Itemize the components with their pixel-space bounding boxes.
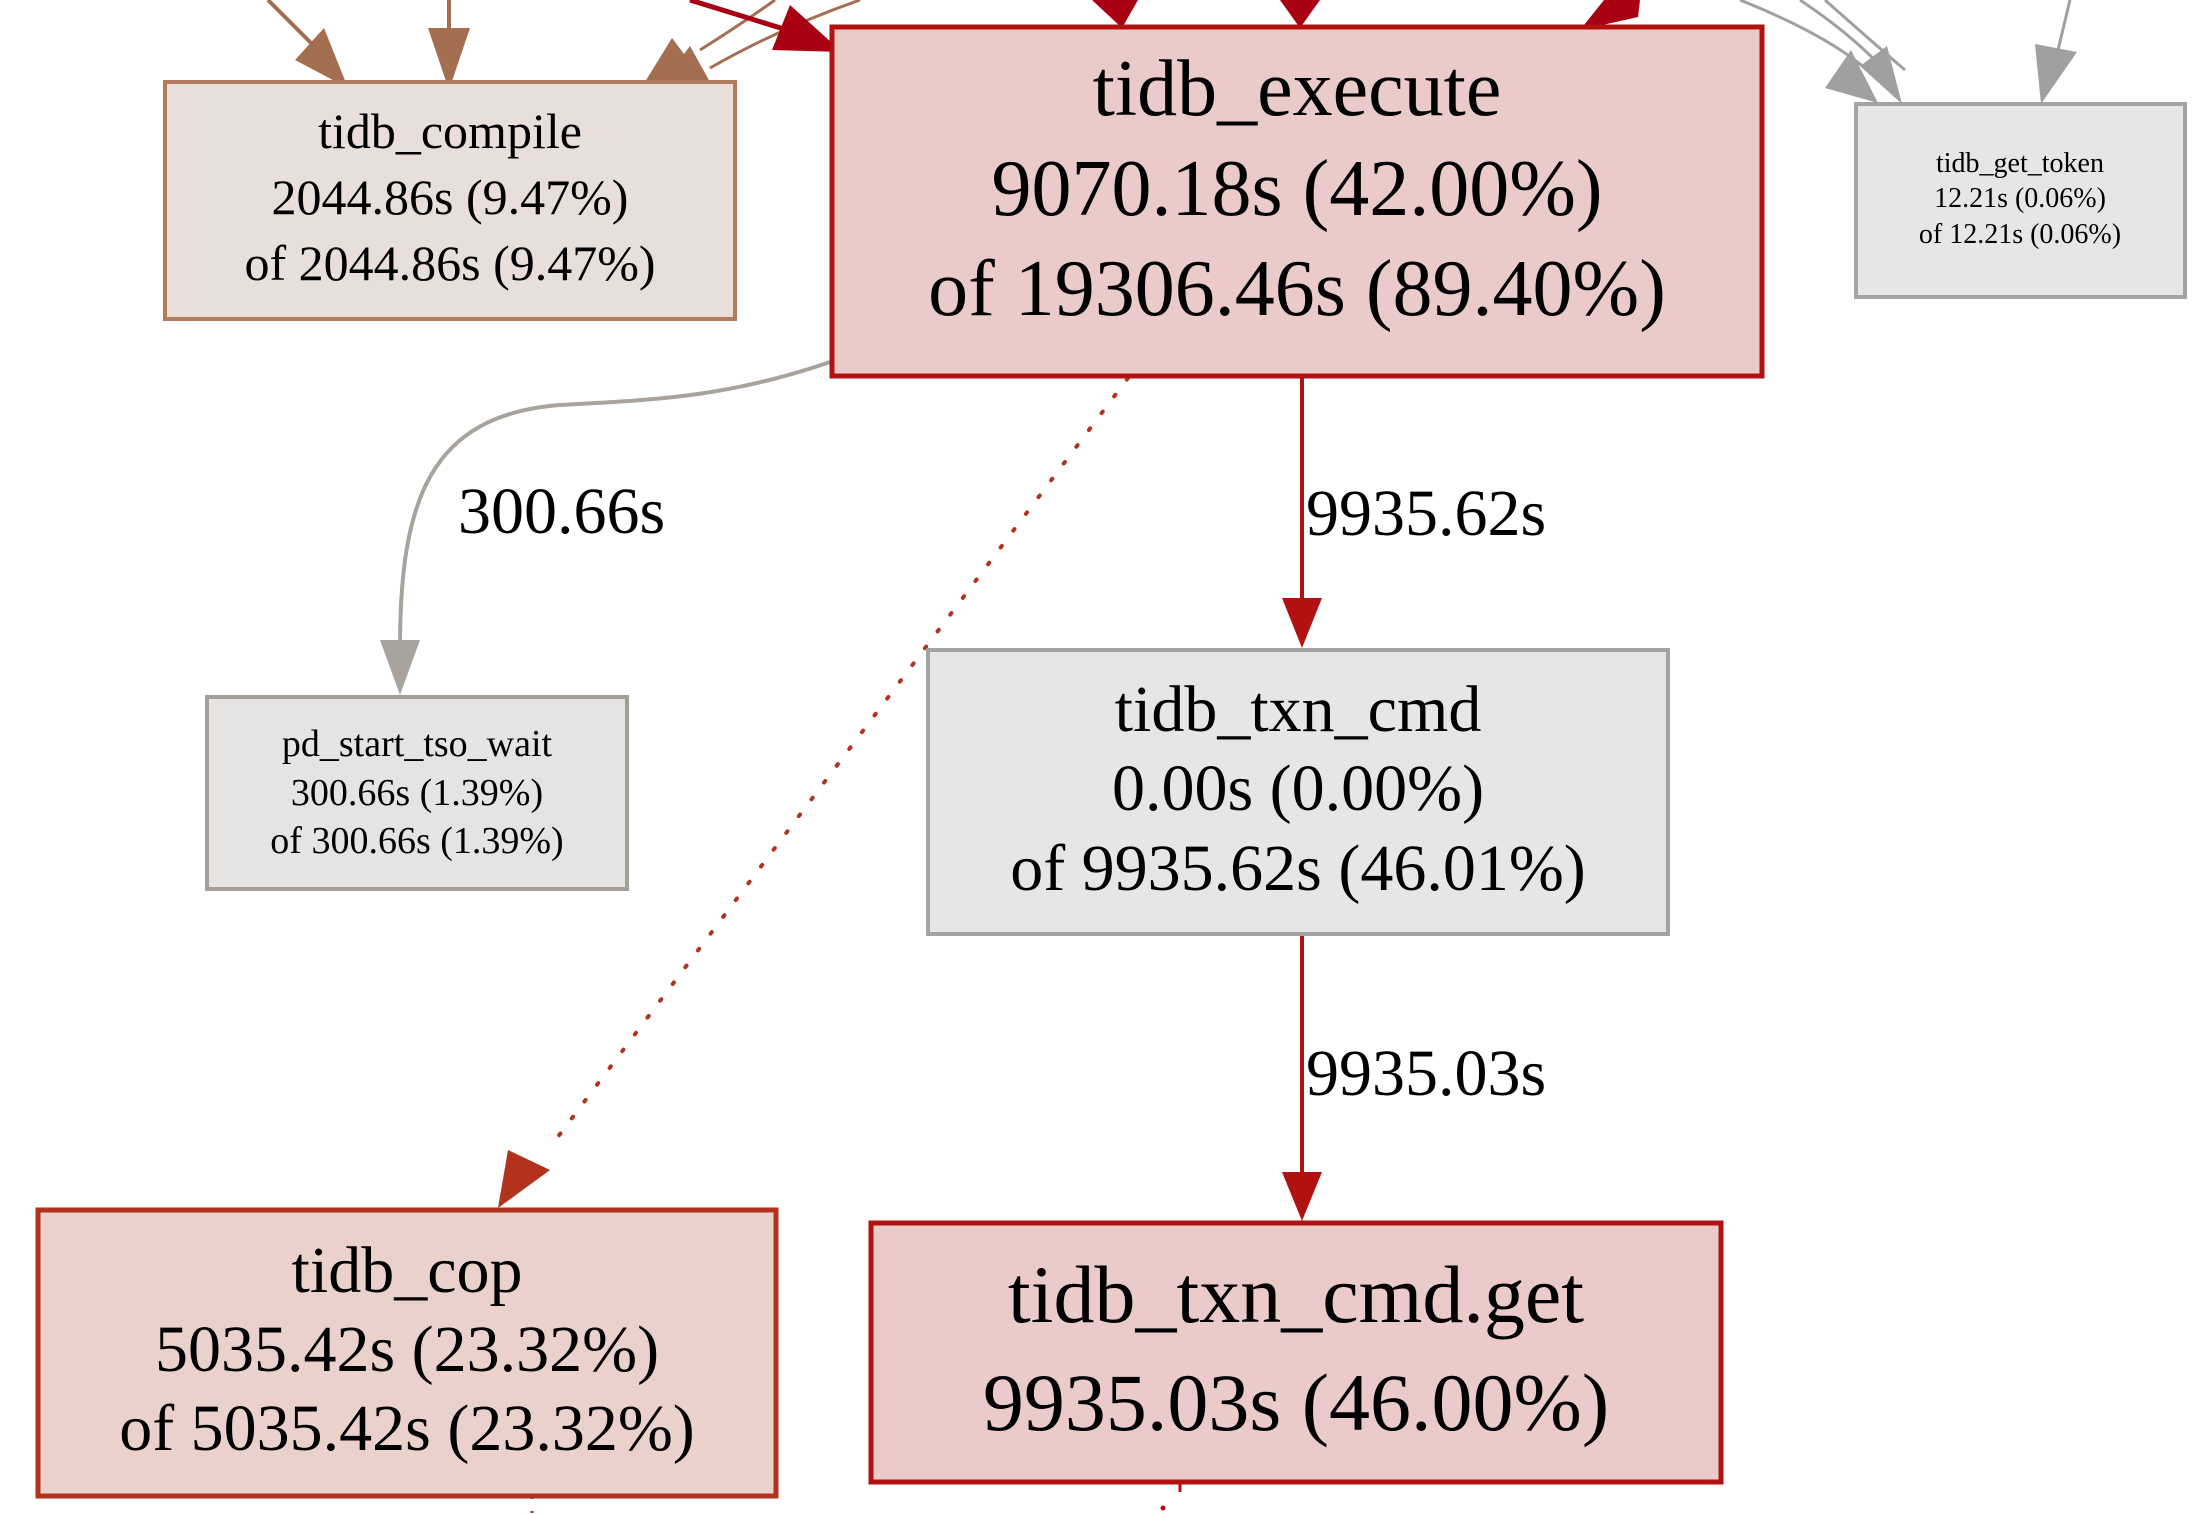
node-tidb-txn-cmd-get[interactable]: tidb_txn_cmd.get 9935.03s (46.00%)	[868, 1220, 1724, 1485]
node-flat: 300.66s (1.39%)	[291, 772, 543, 814]
node-cum: of 12.21s (0.06%)	[1919, 219, 2121, 250]
node-cum: of 2044.86s (9.47%)	[244, 235, 655, 291]
incoming-edges-tidb-compile	[266, 0, 861, 90]
edge-label-9935-03s: 9935.03s	[1306, 1037, 1546, 1110]
edge-label-9935-62s: 9935.62s	[1306, 477, 1546, 550]
node-flat: 2044.86s (9.47%)	[272, 169, 629, 225]
edge-execute-to-txn-cmd[interactable]: 9935.62s	[1282, 377, 1546, 648]
node-name: tidb_txn_cmd	[1115, 673, 1482, 746]
node-name: pd_start_tso_wait	[282, 723, 553, 765]
node-flat: 9935.03s (46.00%)	[983, 1357, 1609, 1448]
node-flat: 9070.18s (42.00%)	[991, 145, 1602, 233]
edge-label-300-66s: 300.66s	[458, 475, 665, 548]
edge-execute-to-pd-start-tso-wait[interactable]: 300.66s	[380, 360, 831, 695]
node-pd-start-tso-wait[interactable]: pd_start_tso_wait 300.66s (1.39%) of 300…	[205, 695, 629, 891]
node-cum: of 19306.46s (89.40%)	[928, 245, 1666, 333]
node-cum: of 300.66s (1.39%)	[270, 820, 563, 862]
edge-execute-to-tidb-cop[interactable]	[498, 376, 1130, 1208]
node-tidb-cop[interactable]: tidb_cop 5035.42s (23.32%) of 5035.42s (…	[35, 1207, 779, 1499]
node-flat: 5035.42s (23.32%)	[155, 1313, 659, 1386]
node-tidb-get-token[interactable]: tidb_get_token 12.21s (0.06%) of 12.21s …	[1854, 102, 2187, 299]
node-tidb-execute[interactable]: tidb_execute 9070.18s (42.00%) of 19306.…	[829, 24, 1765, 379]
node-flat: 0.00s (0.00%)	[1112, 752, 1484, 825]
edge-txn-cmd-to-txn-cmd-get[interactable]: 9935.03s	[1282, 934, 1546, 1221]
node-cum: of 5035.42s (23.32%)	[119, 1392, 695, 1465]
node-name: tidb_compile	[318, 103, 582, 159]
node-name: tidb_get_token	[1936, 148, 2104, 179]
node-name: tidb_cop	[292, 1234, 523, 1307]
node-flat: 12.21s (0.06%)	[1934, 183, 2106, 214]
incoming-edges-tidb-execute	[689, 0, 1640, 52]
node-tidb-compile[interactable]: tidb_compile 2044.86s (9.47%) of 2044.86…	[163, 80, 737, 321]
node-tidb-txn-cmd[interactable]: tidb_txn_cmd 0.00s (0.00%) of 9935.62s (…	[926, 648, 1670, 936]
node-name: tidb_execute	[1093, 45, 1502, 133]
incoming-edges-tidb-get-token	[1739, 0, 2077, 104]
node-name: tidb_txn_cmd.get	[1008, 1249, 1584, 1340]
node-cum: of 9935.62s (46.01%)	[1010, 832, 1586, 905]
